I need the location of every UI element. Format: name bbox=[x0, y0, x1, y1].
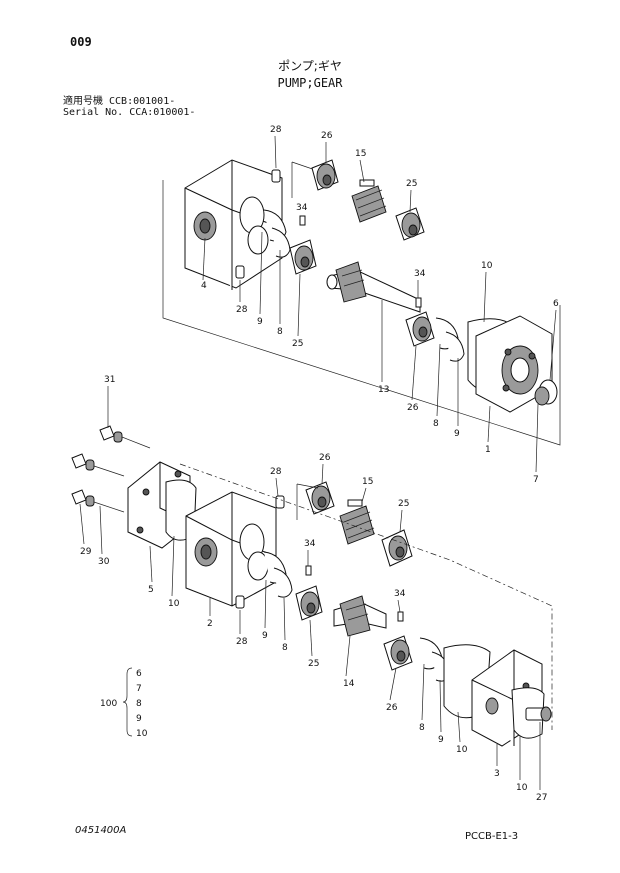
callout-9: 9 bbox=[454, 429, 460, 439]
callout-28: 28 bbox=[270, 467, 282, 477]
kit-item: 7 bbox=[136, 684, 142, 694]
callout-8: 8 bbox=[433, 419, 439, 429]
callout-25: 25 bbox=[292, 339, 303, 349]
bolt-set bbox=[71, 425, 151, 513]
title-japanese: ポンプ;ギヤ bbox=[278, 59, 342, 73]
callout-34: 34 bbox=[394, 589, 406, 599]
callout-25: 25 bbox=[308, 659, 319, 669]
kit-item: 8 bbox=[136, 699, 142, 709]
serial-number-line: Serial No. CCA:010001- bbox=[63, 107, 196, 118]
callout-6: 6 bbox=[553, 299, 559, 309]
callout-10: 10 bbox=[481, 261, 493, 271]
callout-10: 10 bbox=[516, 783, 528, 793]
callout-30: 30 bbox=[98, 557, 110, 567]
kit-label: 100 bbox=[100, 699, 117, 709]
callout-14: 14 bbox=[343, 679, 355, 689]
callout-9: 9 bbox=[262, 631, 268, 641]
dowel-pin bbox=[271, 169, 281, 183]
bushing bbox=[405, 311, 435, 347]
bushing bbox=[311, 159, 339, 191]
callout-26: 26 bbox=[407, 403, 419, 413]
callout-34: 34 bbox=[414, 269, 426, 279]
callout-8: 8 bbox=[282, 643, 288, 653]
backup-ring bbox=[445, 331, 465, 362]
rear-housing bbox=[185, 491, 277, 607]
bushing bbox=[395, 207, 425, 241]
callout-8: 8 bbox=[419, 723, 425, 733]
callout-5: 5 bbox=[148, 585, 154, 595]
callout-25: 25 bbox=[406, 179, 417, 189]
dowel-pin bbox=[235, 265, 245, 279]
snap-ring bbox=[534, 386, 550, 406]
callout-4: 4 bbox=[201, 281, 207, 291]
callout-1: 1 bbox=[485, 445, 491, 455]
front-cover bbox=[475, 315, 553, 413]
callout-9: 9 bbox=[257, 317, 263, 327]
driven-gear-shaft bbox=[333, 595, 387, 637]
callout-34: 34 bbox=[304, 539, 316, 549]
callout-13: 13 bbox=[378, 385, 389, 395]
bushing bbox=[295, 585, 323, 621]
page-number: 009 bbox=[70, 35, 92, 49]
drive-gear bbox=[351, 179, 387, 223]
callout-26: 26 bbox=[386, 703, 398, 713]
kit-item: 10 bbox=[136, 729, 148, 739]
callout-15: 15 bbox=[362, 477, 373, 487]
callout-7: 7 bbox=[533, 475, 539, 485]
kit-group-100: 100 6 7 8 9 10 bbox=[100, 667, 148, 739]
applicable-model-line: 適用号機 CCB:001001- bbox=[63, 96, 176, 107]
bushing bbox=[305, 481, 335, 515]
page-title: PUMP;GEAR bbox=[277, 76, 343, 90]
kit-item: 6 bbox=[136, 669, 142, 679]
callout-28: 28 bbox=[270, 125, 282, 135]
callout-25: 25 bbox=[398, 499, 409, 509]
callout-9: 9 bbox=[438, 735, 444, 745]
callout-10: 10 bbox=[168, 599, 180, 609]
callout-26: 26 bbox=[319, 453, 331, 463]
callout-26: 26 bbox=[321, 131, 333, 141]
callout-8: 8 bbox=[277, 327, 283, 337]
pin bbox=[397, 611, 404, 622]
pin bbox=[415, 297, 422, 308]
dowel-pin bbox=[275, 495, 285, 509]
callout-29: 29 bbox=[80, 547, 92, 557]
seal-ring bbox=[273, 567, 293, 598]
callout-15: 15 bbox=[355, 149, 366, 159]
assembly-outline bbox=[162, 180, 561, 446]
bushing bbox=[381, 529, 413, 567]
callout-2: 2 bbox=[207, 619, 213, 629]
bushing bbox=[289, 239, 317, 275]
callout-28: 28 bbox=[236, 305, 248, 315]
drawing-code: 0451400A bbox=[75, 825, 127, 836]
page-code: PCCB-E1-3 bbox=[465, 831, 519, 842]
pin bbox=[305, 565, 312, 576]
callout-28: 28 bbox=[236, 637, 248, 647]
callout-10: 10 bbox=[456, 745, 468, 755]
callout-34: 34 bbox=[296, 203, 308, 213]
driven-gear-shaft bbox=[326, 261, 421, 313]
assembly-outline bbox=[179, 463, 553, 730]
kit-item: 9 bbox=[136, 714, 142, 724]
shaft-end bbox=[525, 706, 552, 722]
bushing bbox=[383, 635, 413, 671]
dowel-pin bbox=[235, 595, 245, 609]
callout-31: 31 bbox=[104, 375, 115, 385]
pin bbox=[299, 215, 306, 226]
callout-3: 3 bbox=[494, 769, 500, 779]
callout-27: 27 bbox=[536, 793, 547, 803]
drive-gear bbox=[339, 499, 375, 545]
